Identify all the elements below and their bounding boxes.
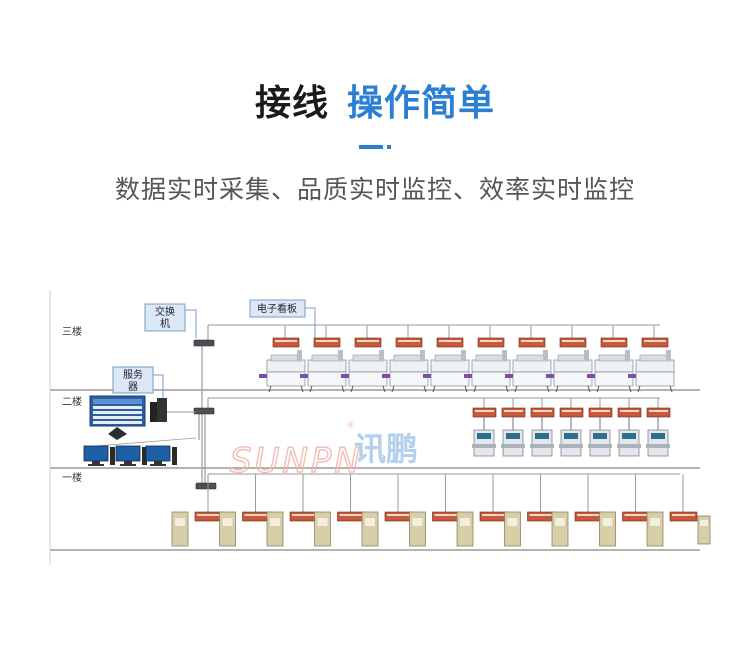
board-icon (272, 337, 300, 348)
printer-machine-icon (423, 350, 470, 393)
watermark: SUNPN ® 讯鹏 (229, 421, 418, 482)
board-icon (354, 337, 382, 348)
subtitle: 数据实时采集、品质实时监控、效率实时监控 (114, 175, 635, 204)
board-icon (289, 511, 318, 522)
switch-label-1: 交换 (155, 305, 175, 318)
board-icon (530, 407, 555, 418)
printer-machine-icon (300, 350, 347, 393)
floor-label-3: 三楼 (62, 325, 82, 338)
watermark-reg: ® (346, 421, 355, 431)
board-icon (669, 511, 698, 522)
board-icon (242, 511, 270, 522)
printer-machine-icon (464, 350, 511, 393)
printer-machine-icon (546, 350, 593, 393)
pc-monitor-icon (115, 445, 147, 466)
press-machine-icon (646, 511, 711, 547)
switch-floor-1 (195, 482, 217, 490)
floor-2-devices (472, 398, 671, 457)
board-icon (384, 511, 413, 522)
board-icon (194, 511, 223, 522)
board-icon (646, 407, 671, 418)
test-machine-icon (588, 417, 612, 457)
board-icon (617, 407, 642, 418)
watermark-cjk: 讯鹏 (354, 430, 418, 468)
server-label-2: 器 (128, 381, 138, 393)
board-icon (559, 337, 587, 348)
network-diagram: 三楼 二楼 一楼 交换 机 服务 器 电子看板 (49, 290, 711, 565)
printer-machine-icon (505, 350, 552, 393)
watermark-latin: SUNPN (230, 441, 363, 481)
board-icon (622, 511, 650, 522)
test-machine-icon (617, 417, 641, 457)
floor-lines (49, 290, 700, 565)
switch-floor-3 (193, 339, 215, 347)
server-callout: 服务 器 (112, 366, 164, 398)
title-underline (359, 145, 391, 149)
board-icon (472, 407, 497, 418)
printer-machine-icon (587, 350, 634, 393)
test-machine-icon (559, 417, 583, 457)
printer-machine-icon (259, 350, 306, 393)
headline-dark: 接线 (254, 83, 329, 124)
switch-label-2: 机 (160, 317, 170, 330)
test-machine-icon (530, 417, 554, 457)
switch-floor-2 (193, 407, 215, 415)
board-icon (337, 511, 365, 522)
board-icon (313, 337, 341, 348)
headline: 接线操作简单 (0, 74, 750, 126)
board-icon (559, 407, 584, 418)
floor-label-2: 二楼 (62, 395, 82, 408)
board-icon (641, 337, 669, 348)
server-rack (89, 395, 196, 440)
board-icon (477, 337, 505, 348)
test-machine-icon (472, 417, 496, 457)
floor-label-1: 一楼 (62, 471, 82, 484)
board-icon (527, 511, 555, 522)
floor-1-devices (171, 474, 711, 547)
board-label: 电子看板 (257, 302, 297, 315)
board-icon (588, 407, 613, 418)
floor-3-devices (259, 325, 675, 393)
server-label-1: 服务 (123, 368, 143, 381)
printer-machine-icon (382, 350, 429, 393)
switch-callout: 交换 机 (144, 303, 197, 338)
pc-monitor-icon (145, 445, 177, 466)
board-icon (432, 511, 460, 522)
board-icon (479, 511, 508, 522)
test-machine-icon (646, 417, 670, 457)
board-icon (518, 337, 546, 348)
board-callout: 电子看板 (249, 299, 316, 338)
board-icon (436, 337, 464, 348)
workstations (83, 437, 197, 466)
board-icon (600, 337, 628, 348)
test-machine-icon (501, 417, 525, 457)
board-icon (574, 511, 603, 522)
board-icon (395, 337, 423, 348)
printer-machine-icon (628, 350, 675, 393)
printer-machine-icon (341, 350, 388, 393)
board-icon (501, 407, 526, 418)
headline-accent: 操作简单 (347, 83, 496, 124)
pc-monitor-icon (83, 445, 115, 466)
